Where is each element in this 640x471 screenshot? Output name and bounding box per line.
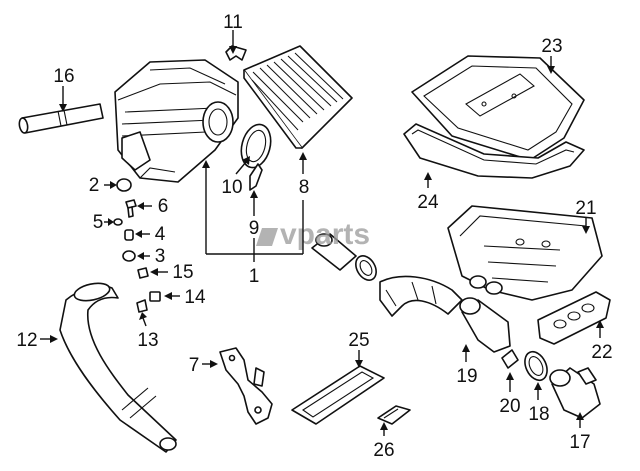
part-20-clamp (501, 349, 519, 369)
leader-3 (137, 252, 150, 260)
callout-17: 17 (569, 432, 590, 453)
leader-9 (250, 190, 258, 216)
callout-1: 1 (249, 266, 260, 287)
leader-18 (534, 382, 542, 400)
leader-26 (380, 422, 388, 436)
callout-18: 18 (528, 404, 549, 425)
leader-19 (462, 344, 470, 362)
callout-8: 8 (299, 177, 310, 198)
part-21-intake-manifold (447, 205, 603, 301)
leader-12 (40, 335, 58, 343)
watermark-text: vparts (280, 218, 370, 251)
callout-12: 12 (16, 330, 37, 351)
part-12-intake-duct (59, 282, 177, 453)
callout-22: 22 (591, 342, 612, 363)
callout-7: 7 (189, 355, 200, 376)
callout-3: 3 (155, 246, 166, 267)
callout-13: 13 (137, 330, 158, 351)
part-3-grommet (122, 250, 136, 262)
part-18-seal-ring (524, 350, 548, 382)
callout-24: 24 (417, 192, 439, 213)
leader-13 (139, 312, 147, 327)
callout-5: 5 (93, 212, 104, 233)
leader-1 (202, 160, 304, 262)
callout-9: 9 (249, 218, 260, 239)
part-11-clip (225, 45, 247, 61)
part-19-throttle-body (459, 297, 511, 353)
part-4-spacer (124, 229, 134, 241)
part-maf-sensor (311, 233, 357, 271)
callout-11: 11 (223, 12, 243, 33)
part-10-seal (240, 123, 272, 169)
callout-14: 14 (184, 287, 206, 308)
leader-15 (150, 268, 168, 276)
leader-10 (235, 156, 250, 175)
leader-17 (576, 412, 584, 428)
leader-24 (424, 172, 432, 188)
part-5-nut (113, 218, 123, 226)
leader-22 (596, 320, 604, 338)
callout-20: 20 (499, 396, 520, 417)
part-16-intake-tube (18, 103, 104, 134)
callout-21: 21 (575, 198, 596, 219)
leader-4 (135, 230, 150, 238)
part-17-air-flow-meter (549, 367, 601, 419)
leader-23 (547, 56, 555, 74)
callout-16: 16 (53, 66, 74, 87)
leader-7 (202, 360, 218, 368)
part-26-label (377, 405, 411, 425)
part-7-bracket (219, 347, 273, 425)
part-9-clamp (249, 163, 263, 191)
part-ring (355, 255, 377, 281)
callout-6: 6 (158, 196, 169, 217)
leader-11 (229, 30, 237, 54)
callout-4: 4 (155, 224, 166, 245)
leader-5 (104, 218, 114, 226)
callout-19: 19 (456, 366, 477, 387)
part-intake-hose (379, 275, 463, 317)
leader-8 (299, 152, 307, 174)
callout-25: 25 (348, 330, 369, 351)
part-24-gasket (403, 123, 585, 179)
part-1-air-cleaner-housing (114, 59, 239, 183)
leader-25 (355, 350, 363, 368)
part-6-bolt (125, 199, 137, 218)
leader-20 (506, 372, 514, 392)
leader-14 (164, 292, 180, 300)
callout-10: 10 (221, 177, 242, 198)
callout-2: 2 (89, 175, 100, 196)
vparts-watermark: vparts (256, 218, 370, 251)
part-15-bolt (137, 267, 149, 279)
callout-23: 23 (541, 36, 562, 57)
part-22-manifold-gasket (537, 291, 611, 345)
part-14-nut (149, 291, 161, 302)
part-23-engine-cover (411, 55, 585, 161)
leader-16 (59, 86, 67, 112)
part-25-label (291, 365, 385, 425)
leader-2 (104, 181, 117, 189)
callout-15: 15 (172, 262, 193, 283)
leader-21 (582, 218, 590, 234)
part-8-air-filter (243, 45, 353, 149)
part-2-cap (116, 178, 132, 192)
callout-26: 26 (373, 440, 394, 461)
part-13-screw (136, 299, 148, 313)
leader-6 (137, 202, 152, 210)
